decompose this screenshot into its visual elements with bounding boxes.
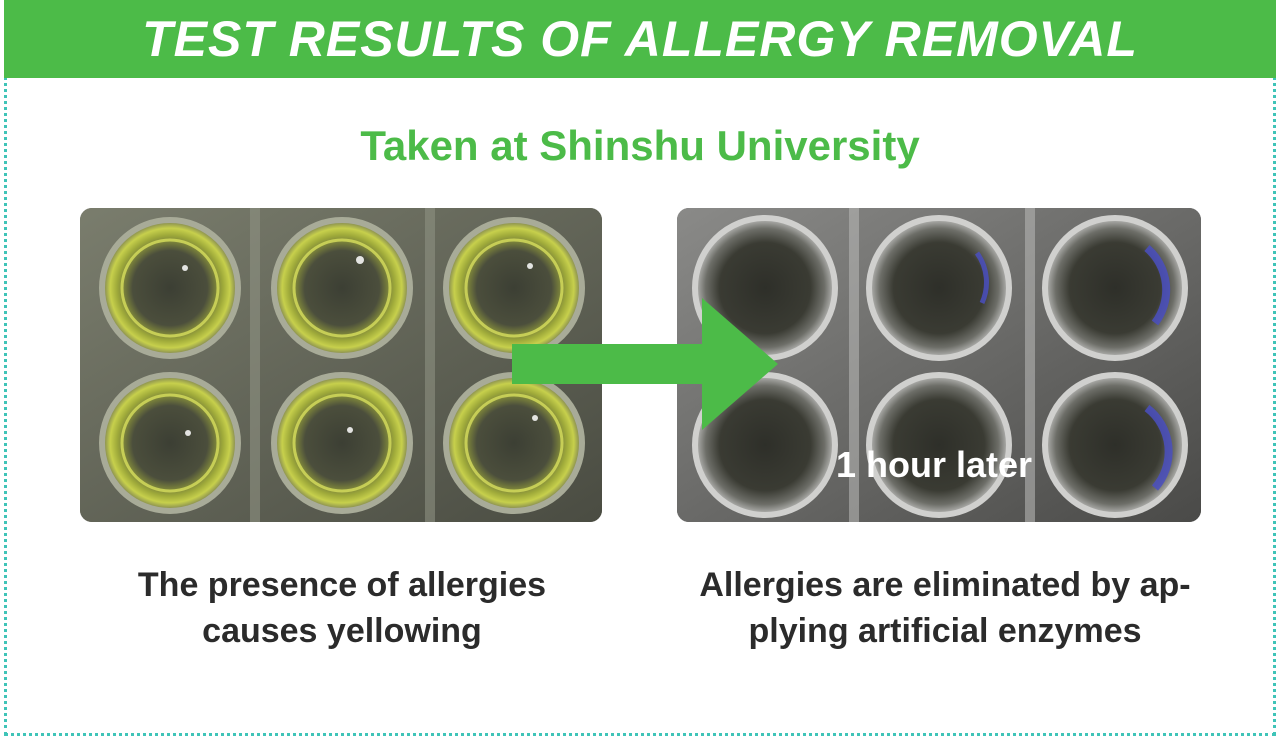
photo-after (677, 208, 1201, 522)
well-plate-yellowed-image (80, 208, 602, 522)
header-banner: TEST RESULTS OF ALLERGY REMOVAL (4, 0, 1276, 78)
page-title: TEST RESULTS OF ALLERGY REMOVAL (142, 11, 1138, 67)
right-arrow-icon (512, 298, 778, 430)
well-plate-cleared-image (677, 208, 1201, 522)
photo-before (80, 208, 602, 522)
dotted-frame (4, 70, 1276, 736)
time-label: 1 hour later (836, 444, 1033, 485)
caption-before: The presence of allergies causes yellowi… (92, 562, 592, 654)
caption-before-line-1: The presence of allergies (137, 566, 547, 604)
caption-after-line-1: Allergies are eliminated by ap- (699, 566, 1191, 604)
caption-after: Allergies are eliminated by ap- plying a… (680, 562, 1210, 654)
caption-after-line-2: plying artificial enzymes (748, 612, 1142, 650)
caption-before-line-2: causes yellowing (202, 612, 482, 650)
subtitle: Taken at Shinshu University (360, 122, 920, 169)
